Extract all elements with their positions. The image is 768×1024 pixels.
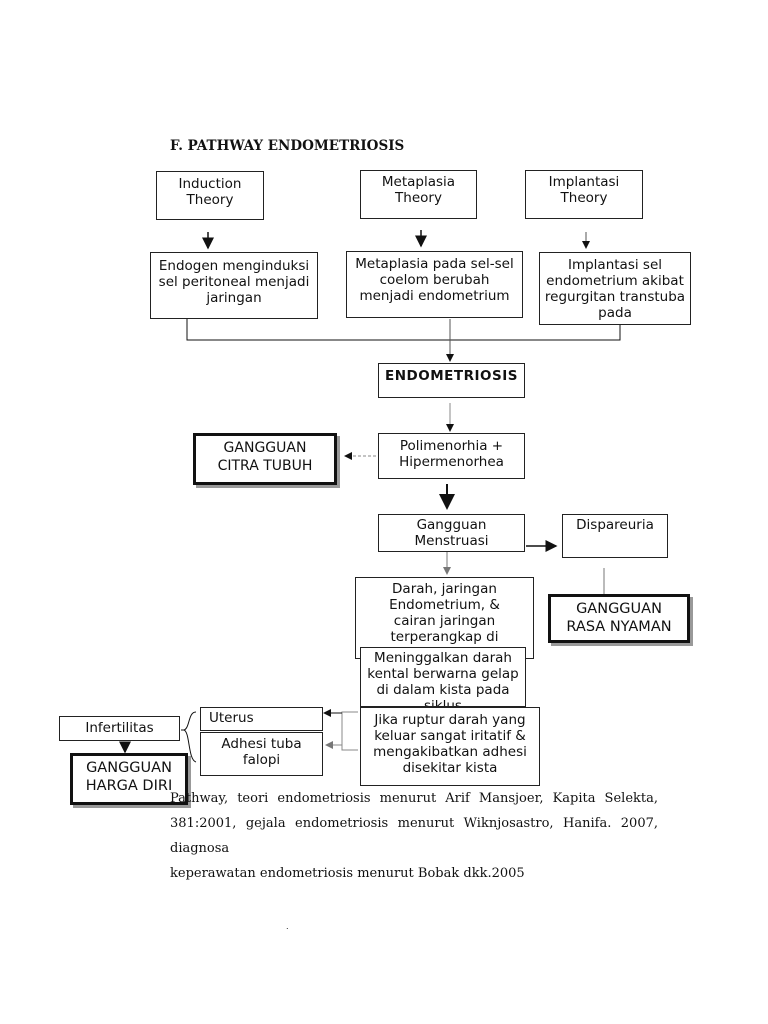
gangguan-harga-diri-label: GANGGUAN HARGA DIRI xyxy=(85,760,173,794)
caption-line-1: Pathway, teori endometriosis menurut Ari… xyxy=(170,791,658,806)
infertilitas-box: Infertilitas xyxy=(59,716,180,741)
endogen-box: Endogen menginduksi sel peritoneal menja… xyxy=(150,252,318,319)
uterus-box: Uterus xyxy=(200,707,323,731)
dispareuria-label: Dispareuria xyxy=(576,517,654,533)
gangguan-menstruasi-box: Gangguan Menstruasi xyxy=(378,514,525,552)
endogen-label: Endogen menginduksi sel peritoneal menja… xyxy=(158,258,310,306)
endometriosis-box: ENDOMETRIOSIS xyxy=(378,363,525,398)
gangguan-rasa-nyaman-label: GANGGUAN RASA NYAMAN xyxy=(566,601,672,635)
ruptur-box: Jika ruptur darah yang keluar sangat iri… xyxy=(360,707,540,786)
implantasi-theory-label: Implantasi Theory xyxy=(548,174,620,206)
polimenorhia-label: Polimenorhia + Hipermenorhea xyxy=(399,438,504,470)
darah-label: Darah, jaringan Endometrium, & cairan ja… xyxy=(389,581,500,645)
caption-line-2: 381:2001, gejala endometriosis menurut W… xyxy=(170,816,658,856)
endometriosis-label: ENDOMETRIOSIS xyxy=(385,368,518,384)
metaplasia-theory-label: Metaplasia Theory xyxy=(381,174,456,206)
gangguan-rasa-nyaman-box: GANGGUAN RASA NYAMAN xyxy=(548,594,690,643)
metaplasia-mechanism-label: Metaplasia pada sel-sel coelom berubah m… xyxy=(355,256,514,304)
dispareuria-box: Dispareuria xyxy=(562,514,668,558)
adhesi-tuba-box: Adhesi tuba falopi xyxy=(200,732,323,776)
metaplasia-mechanism-box: Metaplasia pada sel-sel coelom berubah m… xyxy=(346,251,523,318)
caption-line-3: keperawatan endometriosis menurut Bobak … xyxy=(170,866,525,881)
gangguan-citra-tubuh-box: GANGGUAN CITRA TUBUH xyxy=(193,433,337,485)
ruptur-label: Jika ruptur darah yang keluar sangat iri… xyxy=(373,712,527,776)
implantasi-mechanism-label: Implantasi sel endometrium akibat regurg… xyxy=(544,257,686,321)
page-title: F. PATHWAY ENDOMETRIOSIS xyxy=(170,138,405,154)
meninggalkan-label: Meninggalkan darah kental berwarna gelap… xyxy=(367,650,519,707)
gangguan-menstruasi-label: Gangguan Menstruasi xyxy=(414,517,489,549)
uterus-label: Uterus xyxy=(209,710,254,726)
implantasi-theory-box: Implantasi Theory xyxy=(525,170,643,219)
adhesi-tuba-label: Adhesi tuba falopi xyxy=(221,736,302,768)
induction-theory-label: Induction Theory xyxy=(178,176,242,208)
polimenorhia-box: Polimenorhia + Hipermenorhea xyxy=(378,433,525,479)
induction-theory-box: Induction Theory xyxy=(156,171,264,220)
metaplasia-theory-box: Metaplasia Theory xyxy=(360,170,477,219)
ruptur-bracket xyxy=(341,711,358,751)
merge-bracket xyxy=(186,319,621,341)
gangguan-citra-tubuh-label: GANGGUAN CITRA TUBUH xyxy=(217,440,313,474)
implantasi-mechanism-box: Implantasi sel endometrium akibat regurg… xyxy=(539,252,691,325)
footer-dot: . xyxy=(286,922,289,931)
gangguan-harga-diri-box: GANGGUAN HARGA DIRI xyxy=(70,753,188,805)
meninggalkan-box: Meninggalkan darah kental berwarna gelap… xyxy=(360,647,526,707)
infertilitas-label: Infertilitas xyxy=(85,720,154,736)
source-caption: Pathway, teori endometriosis menurut Ari… xyxy=(170,786,658,886)
